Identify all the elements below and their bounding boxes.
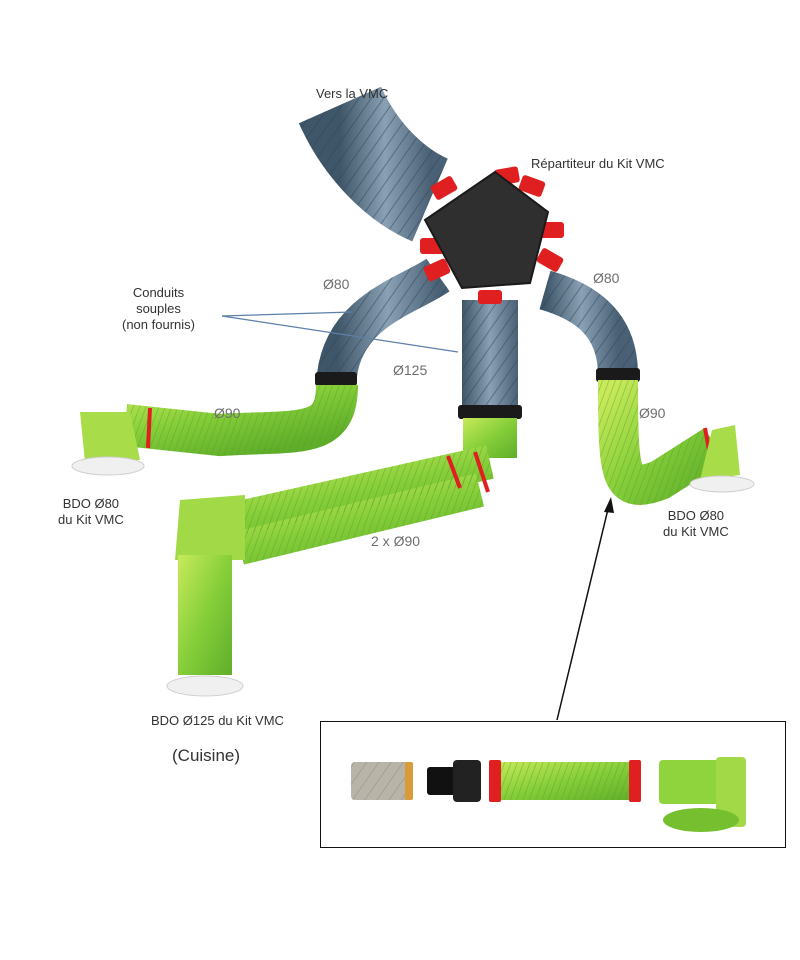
distributor-hub [420, 166, 564, 304]
inset-pointer-arrow [556, 497, 614, 721]
flex-duct-to-vmc [298, 85, 450, 242]
green-duct-center [166, 418, 517, 697]
dim-d80-right: Ø80 [593, 270, 620, 286]
inset-components [351, 757, 746, 832]
conduits-leader-lines [221, 311, 459, 353]
label-bdo80-right: BDO Ø80 du Kit VMC [663, 508, 729, 539]
label-repartiteur: Répartiteur du Kit VMC [531, 156, 665, 171]
label-cuisine: (Cuisine) [172, 746, 241, 765]
label-bdo125: BDO Ø125 du Kit VMC [151, 713, 284, 728]
inset-detail-box [320, 721, 786, 848]
inset-black-adapter [427, 760, 481, 802]
inset-green-elbow [659, 757, 746, 832]
label-conduits-souples: Conduits souples (non fournis) [122, 285, 195, 332]
flex-duct-center [458, 300, 522, 419]
dim-2x90: 2 x Ø90 [371, 533, 421, 549]
flex-duct-left [315, 258, 450, 386]
dim-d90-left: Ø90 [214, 405, 241, 421]
label-bdo80-left: BDO Ø80 du Kit VMC [58, 496, 124, 527]
dim-d80-left: Ø80 [323, 276, 350, 292]
dim-d125: Ø125 [393, 362, 428, 378]
flex-duct-right [539, 270, 640, 382]
dim-d90-right: Ø90 [639, 405, 666, 421]
green-duct-left [71, 384, 358, 476]
inset-flex-sleeve [351, 762, 413, 800]
label-vers-vmc: Vers la VMC [316, 86, 389, 101]
inset-green-duct [489, 760, 641, 802]
green-duct-right [598, 379, 755, 505]
